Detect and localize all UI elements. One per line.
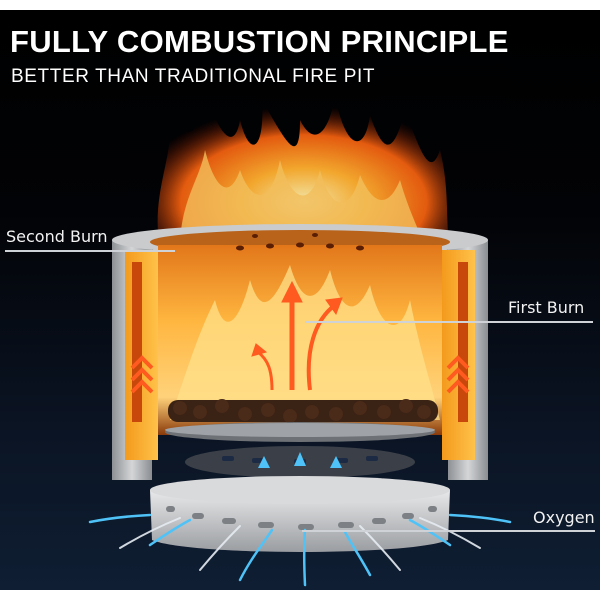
- heat-flow-arrows: [130, 280, 470, 394]
- first-burn-leader-line: [305, 321, 593, 323]
- first-burn-label: First Burn: [508, 298, 585, 317]
- oxygen-label: Oxygen: [533, 508, 595, 527]
- subheadline: BETTER THAN TRADITIONAL FIRE PIT: [11, 66, 376, 87]
- second-burn-leader-line: [5, 250, 175, 252]
- headline: FULLY COMBUSTION PRINCIPLE: [10, 24, 509, 59]
- oxygen-airflow-lines: [88, 513, 512, 587]
- combustion-diagram: FULLY COMBUSTION PRINCIPLE BETTER THAN T…: [0, 10, 600, 590]
- upward-air-arrows: [258, 452, 342, 468]
- second-burn-label: Second Burn: [6, 227, 108, 246]
- base-ring: [150, 490, 450, 552]
- fire-pit-illustration: [88, 90, 512, 587]
- oxygen-leader-line: [302, 530, 595, 532]
- wood-pellets: [168, 399, 438, 423]
